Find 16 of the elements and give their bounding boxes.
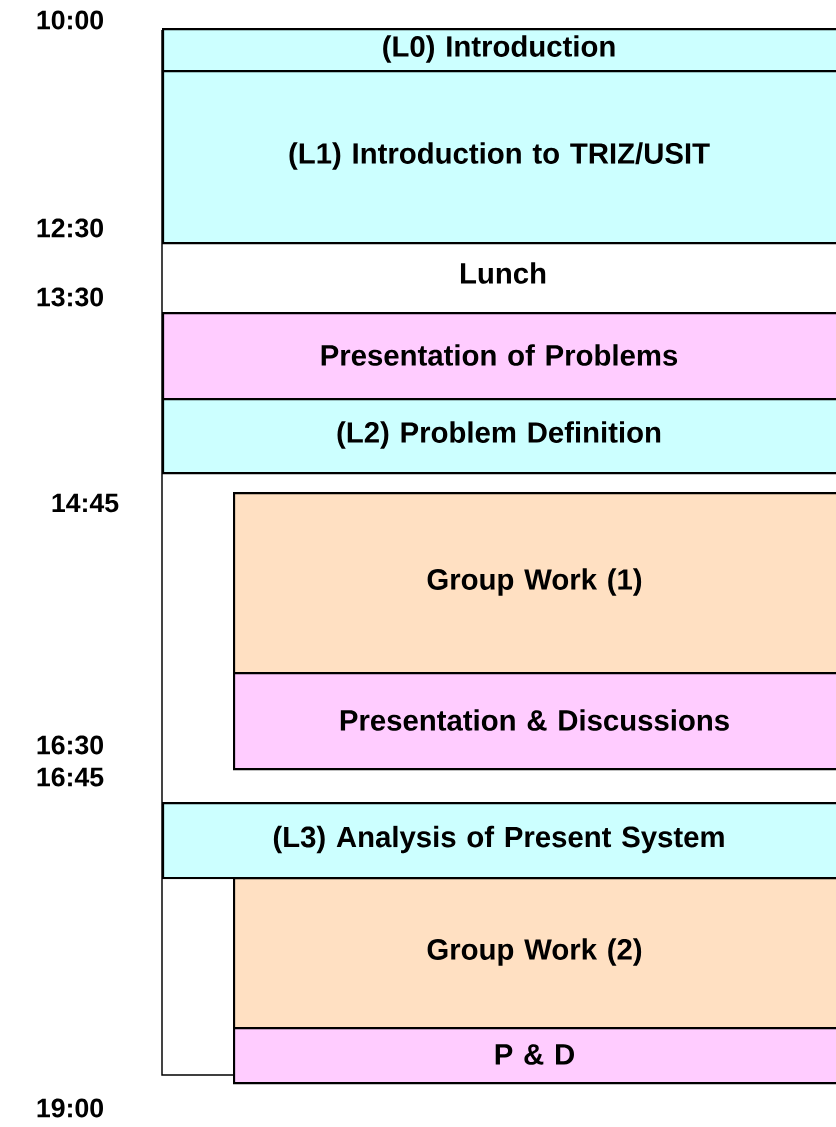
session-box: (L3) Analysis of Present System bbox=[162, 802, 836, 880]
session-box: Presentation of Problems bbox=[162, 312, 836, 401]
session-label: Lunch bbox=[461, 262, 546, 284]
session-box: (L0) Introduction bbox=[162, 28, 836, 73]
session-box: (L2) Problem Definition bbox=[162, 398, 836, 475]
time-label: 19:00 bbox=[37, 1098, 103, 1118]
time-label: 14:45 bbox=[52, 493, 119, 513]
time-label: 12:30 bbox=[37, 218, 103, 238]
time-label: 13:30 bbox=[37, 287, 103, 307]
time-label: 16:30 bbox=[37, 735, 103, 755]
session-box: Presentation & Discussions bbox=[233, 672, 836, 771]
session-box: P & D bbox=[233, 1027, 836, 1085]
session-box: Group Work (2) bbox=[233, 877, 836, 1030]
time-label: 10:00 bbox=[37, 10, 103, 30]
session-box: Group Work (1) bbox=[233, 492, 836, 675]
time-label: 16:45 bbox=[37, 767, 104, 787]
